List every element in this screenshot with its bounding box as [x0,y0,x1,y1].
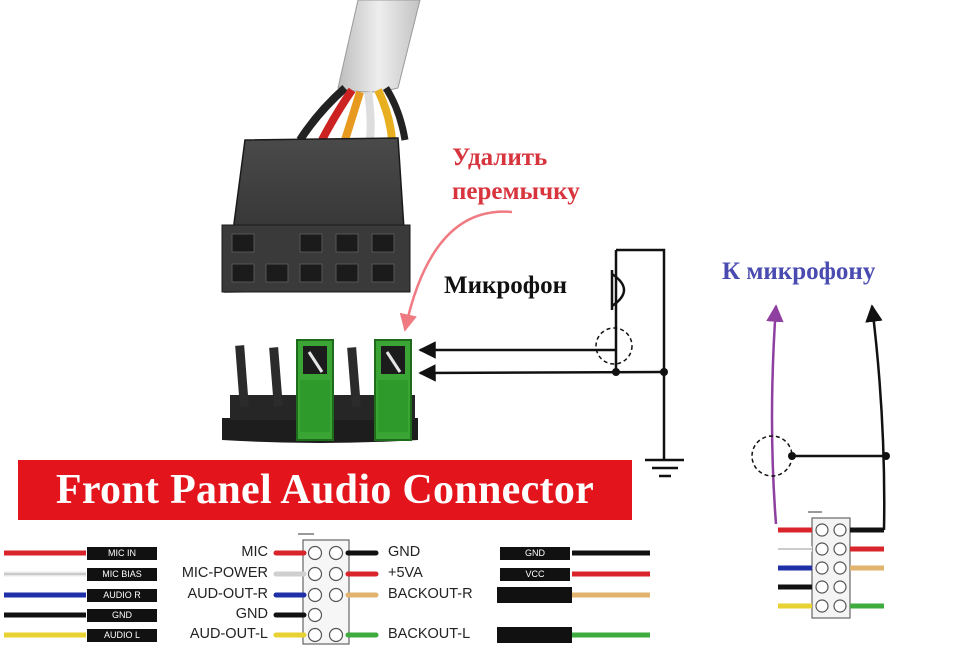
pin-label-backout-r: BACKOUT-R [388,586,473,602]
pin-label-aud-out-r: AUD-OUT-R [187,586,268,602]
cut-mark-right [751,435,793,477]
tag-audio-r: AUDIO R [87,589,157,602]
banner-title: Front Panel Audio Connector [55,467,595,513]
microphone-schematic [418,248,684,478]
connector-plug [221,137,411,293]
title-banner: Front Panel Audio Connector [18,460,632,520]
remove-jumper-label-line1: Удалить [452,144,548,171]
main-pinout-header [273,533,379,645]
tag-mic-bias: MIC BIAS [87,568,157,581]
tag-gnd: GND [87,609,157,622]
right-cable-wires [572,550,650,638]
pin-label-mic-power: MIC-POWER [181,565,268,581]
pin-label-mic: MIC [241,544,268,560]
mic-wires [766,304,886,531]
cut-mark-left [595,327,633,365]
junction-dots [612,368,890,460]
tag-mic-in: MIC IN [87,547,157,560]
left-cable-wires [4,550,86,638]
microphone-label: Микрофон [444,272,568,299]
pin-label-backout-l: BACKOUT-L [388,626,471,642]
pin-label-gnd-left: GND [235,606,268,622]
pin-label-gnd-right: GND [388,544,421,560]
pin-label-5va: +5VA [388,565,423,581]
remove-jumper-arrow [399,210,513,332]
audio-cable [296,0,421,143]
tag-gnd-right: GND [500,547,570,560]
tag-vcc: VCC [500,568,570,581]
tag-audio-l: AUDIO L [87,629,157,642]
right-cable-blocks [497,587,572,643]
pin-label-aud-out-l: AUD-OUT-L [189,626,268,642]
jumper-2 [374,339,412,441]
right-header [778,511,884,619]
jumper-1 [296,339,334,441]
remove-jumper-label-line2: перемычку [452,178,580,205]
to-microphone-label: К микрофону [722,258,876,285]
